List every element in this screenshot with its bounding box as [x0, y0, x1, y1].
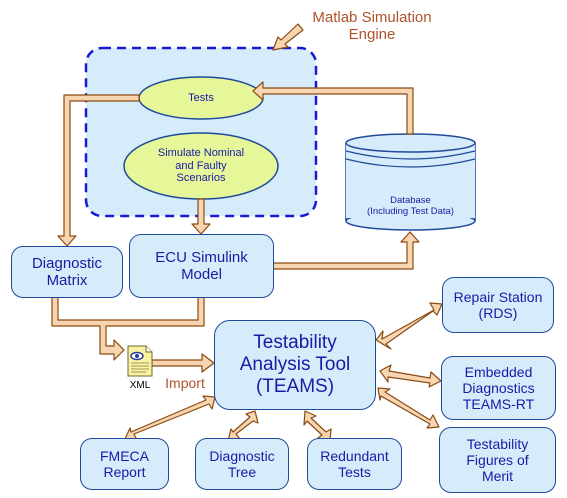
fmeca-label: FMECA Report — [100, 447, 149, 480]
teams-label: Testability Analysis Tool (TEAMS) — [239, 332, 351, 397]
import-label: Import — [165, 374, 205, 391]
arrow-ecu-to-database — [272, 231, 420, 270]
arrow-database-to-tests — [252, 81, 414, 135]
repair-station-box — [442, 277, 554, 333]
xml-document-icon — [127, 345, 153, 377]
arrow-engine-pointer — [272, 23, 304, 51]
database-label: Database (Including Test Data) — [367, 195, 454, 217]
ecu-simulink-box — [129, 234, 274, 298]
diagnostic-tree-label: Diagnostic Tree — [209, 447, 275, 480]
arrow-tree — [227, 410, 259, 442]
connector-matrix-ecu — [51, 291, 205, 361]
arrow-fmeca — [124, 395, 216, 441]
arrow-simulate-to-ecu — [191, 198, 211, 235]
arrow-tests-to-matrix — [57, 94, 140, 247]
teams-box — [214, 320, 376, 410]
embedded-diagnostics-box — [441, 356, 556, 420]
figures-of-merit-box — [439, 427, 556, 493]
arrow-redundant — [303, 410, 332, 442]
ecu-simulink-label: ECU Simulink Model — [155, 248, 248, 283]
figures-of-merit-label: Testability Figures of Merit — [466, 435, 529, 485]
xml-label: XML — [129, 380, 151, 392]
arrow-figures — [377, 387, 440, 429]
tests-label: Tests — [188, 91, 214, 104]
fmeca-box — [80, 438, 169, 490]
arrow-import — [151, 353, 215, 373]
redundant-tests-box — [307, 438, 402, 490]
repair-station-label: Repair Station (RDS) — [453, 288, 543, 321]
arrow-embedded — [379, 364, 442, 388]
simulate-label: Simulate Nominal and Faulty Scenarios — [157, 147, 245, 185]
arrow-repair — [375, 302, 443, 350]
diagnostic-matrix-box — [11, 246, 123, 298]
redundant-tests-label: Redundant Tests — [320, 447, 389, 480]
database-cylinder — [345, 133, 476, 231]
engine-label: Matlab Simulation Engine — [312, 8, 432, 43]
embedded-diagnostics-label: Embedded Diagnostics TEAMS-RT — [462, 363, 535, 413]
diagnostic-matrix-label: Diagnostic Matrix — [31, 254, 103, 289]
diagnostic-tree-box — [195, 438, 289, 490]
